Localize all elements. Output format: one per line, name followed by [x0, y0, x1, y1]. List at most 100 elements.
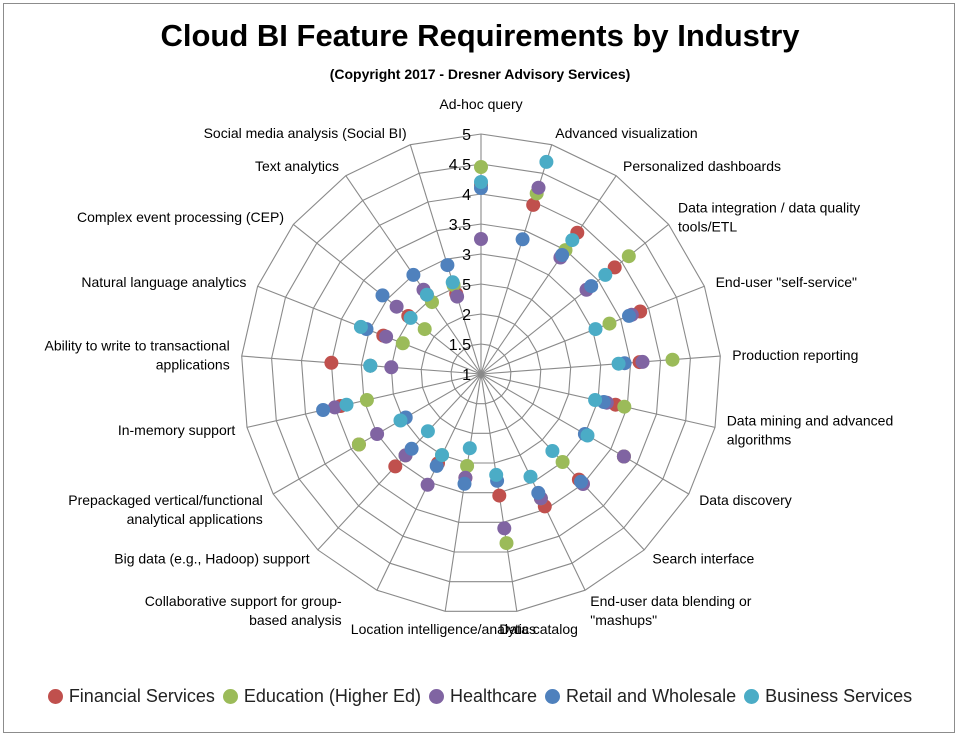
data-point	[384, 360, 399, 375]
tick-label: 1	[462, 367, 471, 384]
grid-ring	[300, 193, 662, 553]
grid-ring	[330, 223, 632, 523]
category-label: Data catalog	[499, 621, 578, 637]
data-point	[420, 424, 435, 439]
grid-spoke	[444, 373, 482, 612]
legend-swatch	[744, 689, 760, 704]
data-point	[574, 474, 588, 489]
data-point	[497, 521, 512, 536]
data-point	[403, 310, 418, 325]
data-point	[450, 289, 465, 304]
grid-ring	[450, 343, 512, 405]
legend-swatch	[545, 689, 561, 704]
data-point	[370, 427, 385, 441]
data-point	[440, 258, 455, 273]
data-point	[457, 476, 472, 491]
tick-label: 4.5	[449, 157, 471, 174]
data-point	[539, 154, 554, 169]
grid-ring	[241, 133, 721, 612]
tick-label: 4	[462, 187, 471, 204]
category-label: Location intelligence/analytics	[351, 621, 536, 637]
category-label: Personalized dashboards	[623, 158, 781, 174]
grid-spoke	[241, 355, 482, 375]
data-point	[339, 397, 354, 412]
data-point	[489, 467, 504, 482]
data-point	[404, 441, 419, 456]
data-point	[351, 437, 366, 452]
grid-ring	[271, 163, 691, 583]
data-point	[474, 175, 488, 189]
category-label: Collaborative support for group-based an…	[145, 593, 342, 628]
data-point	[420, 477, 435, 492]
legend-swatch	[428, 689, 444, 704]
grid-ring	[360, 253, 602, 494]
tick-labels: 11.522.533.544.55	[449, 127, 471, 384]
tick-label: 1.5	[449, 337, 471, 354]
category-label: Natural language analytics	[81, 274, 246, 290]
data-point	[474, 160, 488, 174]
data-point	[375, 288, 390, 303]
data-point	[531, 180, 546, 195]
data-point	[622, 308, 636, 323]
category-label: Big data (e.g., Hadoop) support	[114, 551, 309, 567]
category-label: Data discovery	[699, 492, 792, 508]
data-point	[379, 329, 394, 344]
grid-spoke	[480, 175, 617, 375]
grid-spoke	[480, 144, 553, 375]
data-point	[545, 444, 560, 458]
category-label: In-memory support	[118, 422, 236, 438]
data-point	[429, 458, 444, 473]
data-point	[359, 393, 374, 407]
legend-label: Healthcare	[449, 686, 538, 706]
data-point	[665, 352, 680, 367]
data-point	[492, 488, 507, 503]
category-label: Search interface	[652, 551, 754, 567]
category-label: End-user "self-service"	[716, 274, 857, 290]
grid-spoke	[480, 223, 669, 375]
legend-label: Business Services	[765, 686, 913, 706]
legend-item: Retail and Wholesale	[545, 686, 736, 707]
data-point	[555, 248, 570, 262]
legend-label: Education (Higher Ed)	[243, 686, 421, 706]
grid-spoke	[480, 355, 721, 375]
data-point	[316, 403, 331, 417]
grid-ring	[390, 283, 572, 464]
category-label: Ad-hoc query	[439, 96, 522, 112]
data-point	[474, 232, 488, 246]
data-point	[353, 319, 368, 334]
data-point	[607, 260, 622, 275]
data-point	[598, 267, 613, 282]
category-label: Production reporting	[732, 347, 858, 363]
chart-subtitle: (Copyright 2017 - Dresner Advisory Servi…	[329, 66, 631, 82]
data-point	[363, 358, 378, 373]
category-label: Advanced visualization	[555, 125, 697, 141]
data-point	[445, 275, 460, 290]
category-label: End-user data blending or"mashups"	[590, 593, 751, 628]
data-point	[526, 197, 541, 212]
data-point	[417, 322, 432, 337]
category-label: Complex event processing (CEP)	[77, 209, 284, 225]
tick-label: 3.5	[449, 217, 471, 234]
category-label: Social media analysis (Social BI)	[204, 125, 407, 141]
legend-item: Financial Services	[47, 686, 215, 707]
data-point	[515, 232, 530, 247]
data-point	[324, 355, 339, 370]
legend-label: Retail and Wholesale	[566, 686, 737, 706]
data-point	[588, 393, 603, 407]
data-point	[588, 322, 603, 337]
data-point	[393, 413, 408, 428]
data-point	[395, 336, 410, 351]
data-point	[621, 249, 636, 264]
category-label: Text analytics	[255, 158, 339, 174]
legend: Financial Services Education (Higher Ed) H…	[0, 686, 960, 707]
data-point	[531, 485, 546, 500]
data-point	[611, 356, 626, 371]
chart-title: Cloud BI Feature Requirements by Industr…	[160, 18, 800, 53]
tick-label: 2	[462, 307, 471, 324]
data-point	[388, 459, 403, 474]
legend-swatch	[222, 689, 238, 704]
